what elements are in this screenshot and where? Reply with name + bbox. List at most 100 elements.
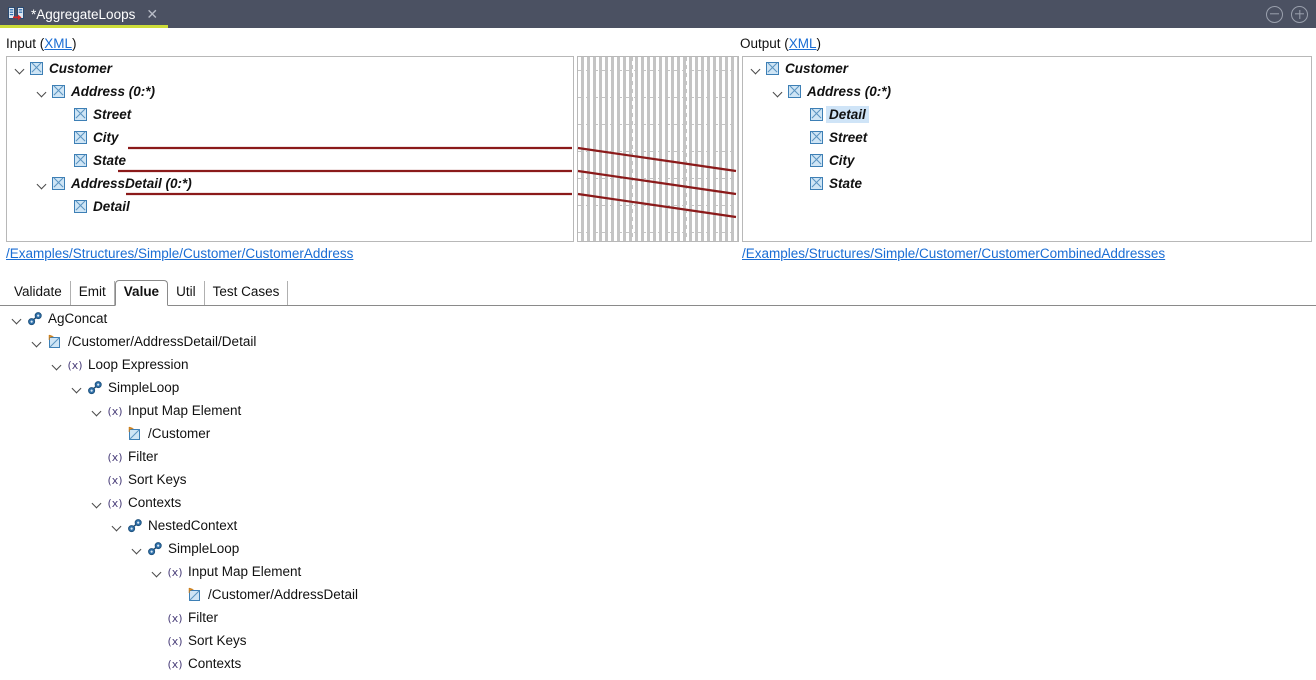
tree-row[interactable]: Detail [743, 103, 1311, 126]
chain-link-icon [127, 518, 143, 534]
tree-node-label: State [829, 176, 863, 191]
tree-node-label: Customer [785, 61, 849, 76]
value-tree-row[interactable]: (x)Filter [0, 606, 1316, 629]
value-tree-label: NestedContext [148, 518, 238, 533]
schema-node-checkbox-icon[interactable] [810, 177, 823, 190]
tab-test-cases[interactable]: Test Cases [205, 281, 289, 305]
chevron-down-icon[interactable] [35, 177, 49, 191]
schema-node-checkbox-icon[interactable] [52, 177, 65, 190]
schema-node-checkbox-icon[interactable] [810, 108, 823, 121]
output-panel-label: Output (XML) [740, 36, 821, 51]
output-label-paren: ) [816, 36, 822, 51]
chevron-down-icon[interactable] [90, 496, 104, 510]
chevron-down-icon[interactable] [10, 312, 24, 326]
value-tree-label: Loop Expression [88, 357, 189, 372]
chevron-down-icon[interactable] [130, 542, 144, 556]
tree-row[interactable]: Address (0:*) [7, 80, 573, 103]
chevron-down-icon[interactable] [150, 565, 164, 579]
schema-node-checkbox-icon[interactable] [30, 62, 43, 75]
value-tree-label: AgConcat [48, 311, 108, 326]
title-bar: *AggregateLoops ✕ [0, 0, 1316, 28]
close-icon[interactable]: ✕ [146, 6, 159, 22]
tree-row[interactable]: City [7, 126, 573, 149]
value-tree-row[interactable]: (x)Sort Keys [0, 629, 1316, 652]
value-tree-label: /Customer/AddressDetail/Detail [68, 334, 257, 349]
value-tree-row[interactable]: (x)Input Map Element [0, 560, 1316, 583]
maximize-icon[interactable] [1291, 5, 1308, 23]
schema-node-checkbox-icon[interactable] [52, 85, 65, 98]
tree-row[interactable]: Street [743, 126, 1311, 149]
chevron-down-icon[interactable] [50, 358, 64, 372]
tree-node-label: Detail [93, 199, 130, 214]
input-label-paren: ) [72, 36, 77, 51]
tree-row[interactable]: Street [7, 103, 573, 126]
tree-node-label: Street [93, 107, 132, 122]
tree-row[interactable]: Customer [743, 57, 1311, 80]
value-tree-row[interactable]: AgConcat [0, 307, 1316, 330]
svg-text:(x): (x) [107, 497, 122, 510]
value-tree-row[interactable]: /Customer/AddressDetail/Detail [0, 330, 1316, 353]
chevron-down-icon[interactable] [110, 519, 124, 533]
value-expression-tree[interactable]: AgConcat/Customer/AddressDetail/Detail (x… [0, 307, 1316, 680]
tree-node-label: AddressDetail (0:*) [71, 176, 192, 191]
value-tree-row[interactable]: NestedContext [0, 514, 1316, 537]
input-xml-link[interactable]: XML [44, 36, 73, 51]
chevron-down-icon[interactable] [70, 381, 84, 395]
tab-validate[interactable]: Validate [6, 281, 71, 305]
tree-row[interactable]: Address (0:*) [743, 80, 1311, 103]
value-tree-row[interactable]: (x) Loop Expression [0, 353, 1316, 376]
schema-node-checkbox-icon[interactable] [810, 131, 823, 144]
svg-text:(x): (x) [107, 474, 122, 487]
grid-lines [578, 57, 738, 241]
tree-row[interactable]: State [743, 172, 1311, 195]
value-tree-row[interactable]: (x)Contexts [0, 652, 1316, 675]
chevron-down-icon[interactable] [771, 85, 785, 99]
schema-node-checkbox-icon[interactable] [74, 200, 87, 213]
editor-tab-aggregateloops[interactable]: *AggregateLoops ✕ [0, 0, 169, 28]
schema-node-checkbox-icon[interactable] [74, 108, 87, 121]
value-tree-row[interactable]: /Customer/AddressDetail [0, 583, 1316, 606]
minimize-icon[interactable] [1266, 5, 1283, 23]
tree-row[interactable]: Customer [7, 57, 573, 80]
value-tree-row[interactable]: (x)Filter [0, 445, 1316, 468]
schema-node-checkbox-icon[interactable] [810, 154, 823, 167]
value-tree-row[interactable]: (x)Sort Keys [0, 468, 1316, 491]
schema-node-checkbox-icon[interactable] [766, 62, 779, 75]
svg-text:(x): (x) [167, 635, 182, 648]
tab-strip-filler [288, 297, 1316, 305]
tree-row[interactable]: City [743, 149, 1311, 172]
value-tree-row[interactable]: /Customer [0, 422, 1316, 445]
schema-node-checkbox-icon[interactable] [788, 85, 801, 98]
value-tree-row[interactable]: SimpleLoop [0, 376, 1316, 399]
value-tree-label: Input Map Element [188, 564, 302, 579]
schema-node-checkbox-icon[interactable] [74, 131, 87, 144]
input-schema-path[interactable]: /Examples/Structures/Simple/Customer/Cus… [6, 246, 354, 261]
chevron-down-icon[interactable] [30, 335, 44, 349]
value-tree-row[interactable]: SimpleLoop [0, 537, 1316, 560]
tab-emit[interactable]: Emit [71, 281, 115, 305]
chevron-down-icon[interactable] [13, 62, 27, 76]
tab-util[interactable]: Util [168, 281, 205, 305]
schema-node-checkbox-icon[interactable] [74, 154, 87, 167]
svg-text:(x): (x) [167, 658, 182, 671]
tree-row[interactable]: Detail [7, 195, 573, 218]
map-path-icon [187, 587, 203, 603]
output-schema-path[interactable]: /Examples/Structures/Simple/Customer/Cus… [742, 246, 1166, 261]
tree-row[interactable]: AddressDetail (0:*) [7, 172, 573, 195]
chevron-down-icon[interactable] [35, 85, 49, 99]
tab-value[interactable]: Value [114, 280, 169, 306]
mapping-grid-panel[interactable] [577, 56, 739, 242]
value-tree-label: /Customer/AddressDetail [208, 587, 359, 602]
chevron-down-icon[interactable] [749, 62, 763, 76]
value-tree-row[interactable]: (x)Contexts [0, 491, 1316, 514]
tree-row[interactable]: State [7, 149, 573, 172]
value-tree-row[interactable]: (x)Input Map Element [0, 399, 1316, 422]
output-xml-link[interactable]: XML [788, 36, 817, 51]
chevron-down-icon[interactable] [90, 404, 104, 418]
svg-text:(x): (x) [67, 359, 82, 372]
expression-icon: (x) [107, 495, 123, 511]
